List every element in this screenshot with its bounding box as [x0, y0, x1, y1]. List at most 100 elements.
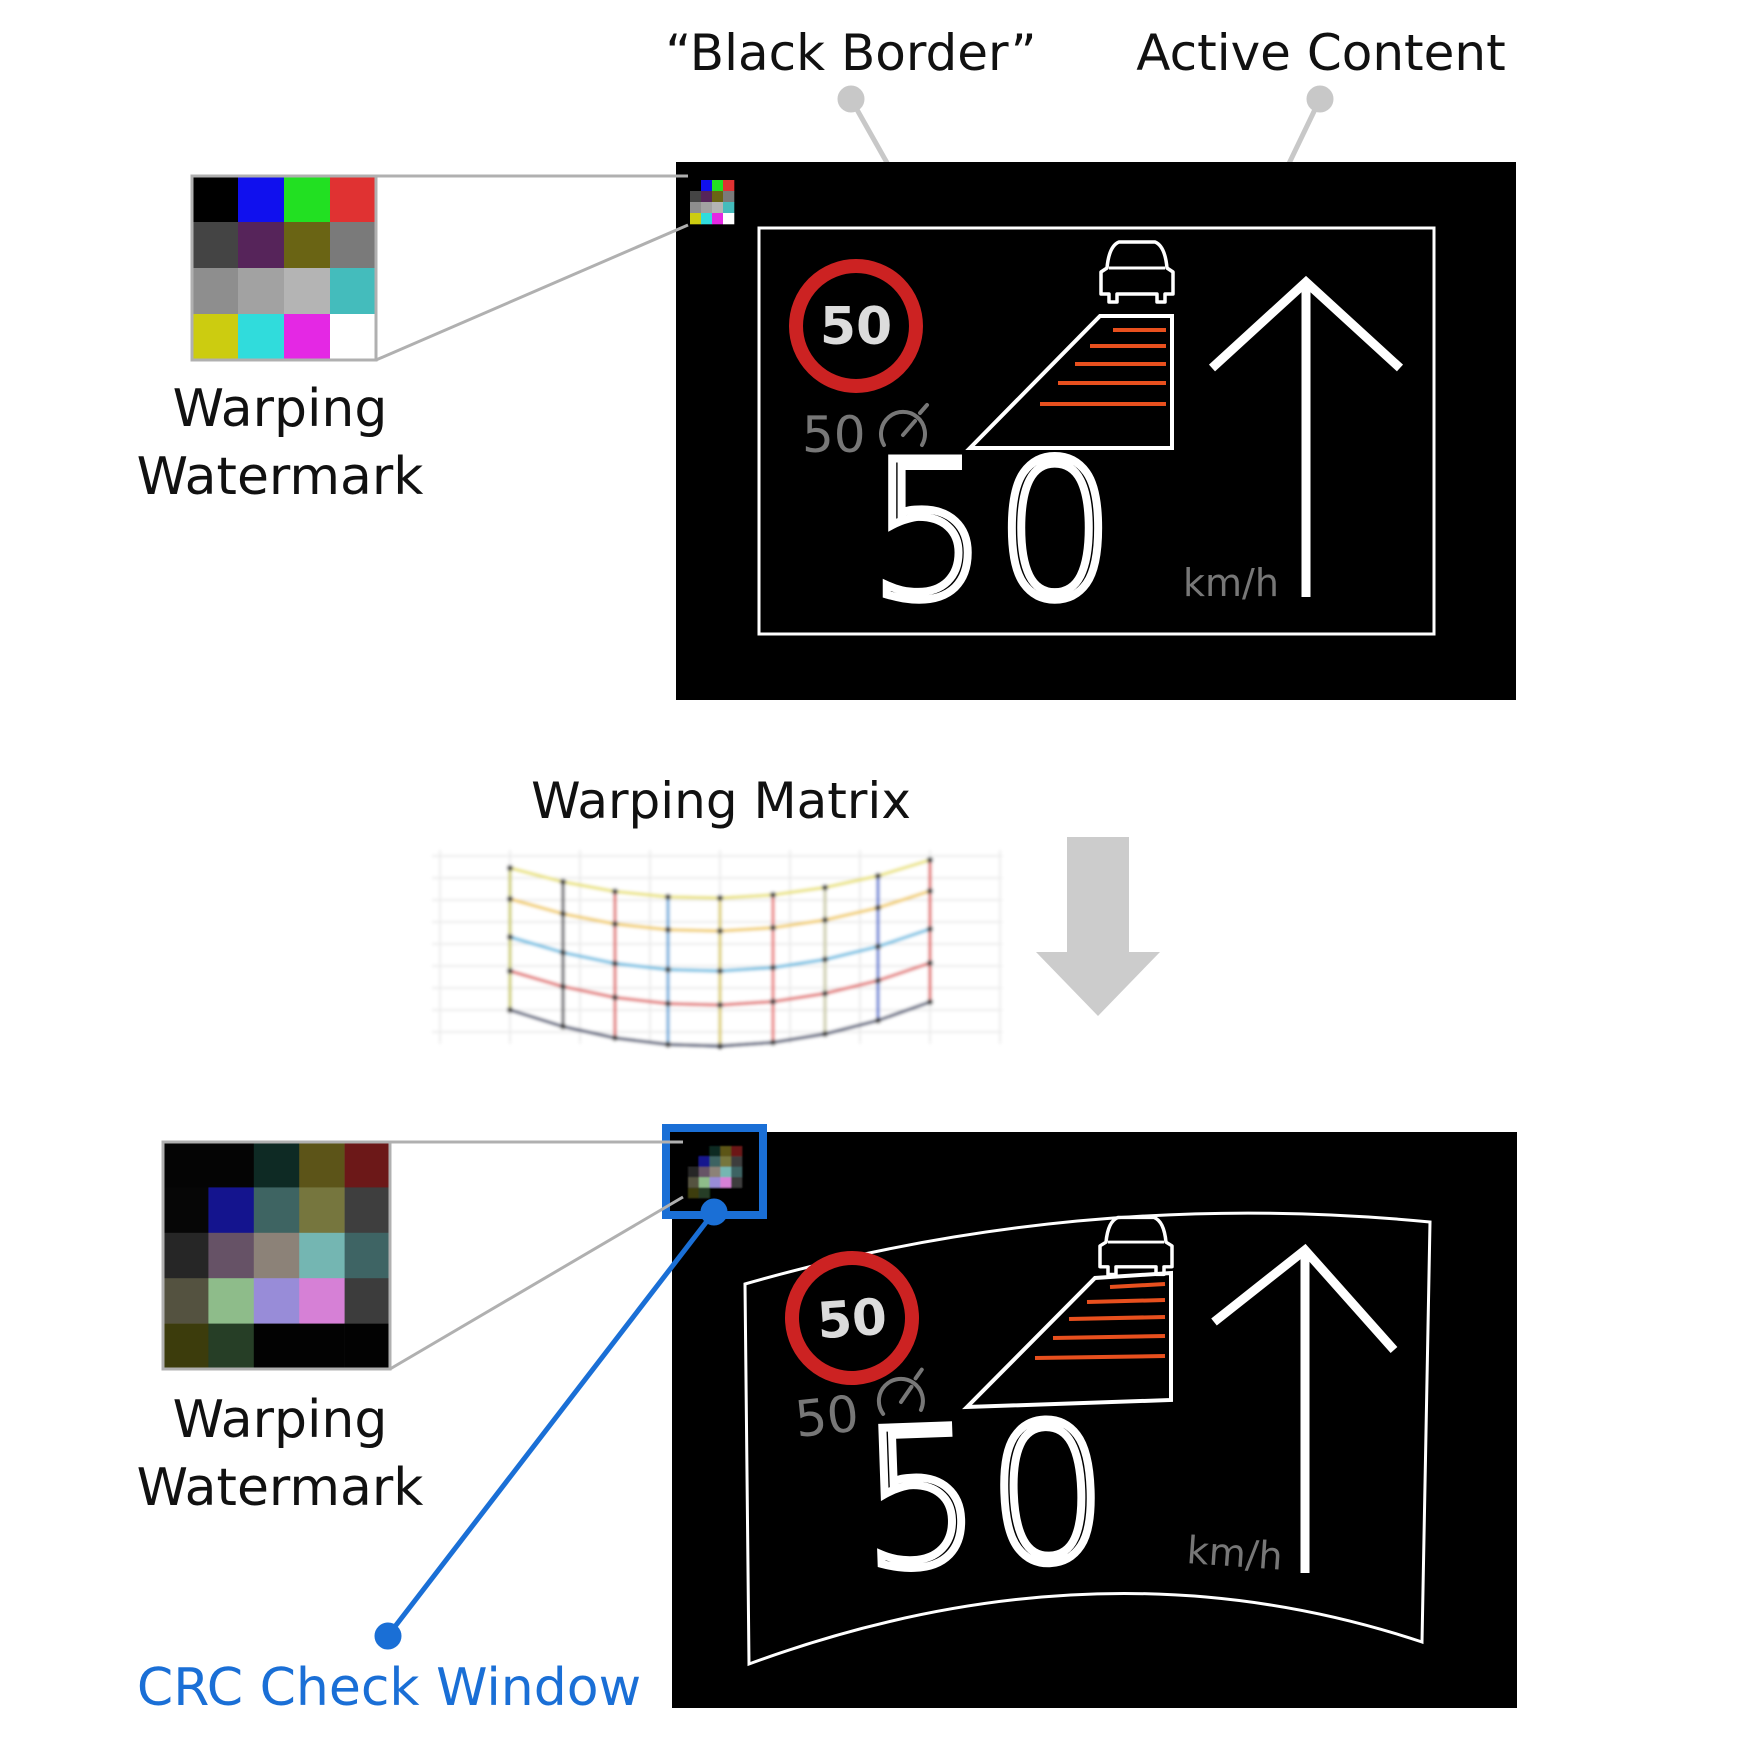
matrix-node [665, 1000, 671, 1007]
down-arrow-icon [1036, 837, 1160, 1016]
watermark-cell [712, 202, 724, 214]
warped-display-panel [672, 1132, 1517, 1708]
matrix-node [822, 990, 828, 997]
matrix-node [770, 924, 776, 931]
watermark-cell [731, 1166, 743, 1178]
watermark-cell [238, 176, 285, 223]
matrix-node [717, 1002, 723, 1008]
matrix-node [875, 1017, 881, 1024]
speedometer-icon [876, 1367, 925, 1416]
watermark-cell [299, 1142, 345, 1188]
speed-unit: km/h [1183, 561, 1279, 605]
watermark-cell [208, 1232, 255, 1279]
watermark-cell [284, 314, 331, 361]
straight-arrow-icon [1208, 275, 1404, 597]
warped-content-frame [743, 1211, 1432, 1667]
watermark-cell [299, 1278, 345, 1324]
watermark-cell [284, 268, 331, 315]
matrix-node [507, 896, 513, 902]
watermark-cell [709, 1146, 721, 1157]
watermark-cell [723, 180, 735, 192]
watermark-cell [712, 213, 724, 225]
matrix-node [770, 998, 776, 1005]
set-speed-value-warped: 50 [792, 1385, 861, 1449]
watermark-cell [163, 1142, 209, 1188]
lane-assist-graphic-warped [962, 1270, 1173, 1410]
active-content-label: Active Content [1136, 24, 1505, 82]
watermark-label-bottom-line2: Watermark [137, 1458, 424, 1518]
matrix-node [612, 888, 618, 895]
lane-line [1109, 1282, 1166, 1289]
watermark-cell [690, 202, 702, 214]
watermark-cell [720, 1146, 732, 1157]
set-speed-value: 50 [802, 406, 866, 464]
watermark-cell [698, 1187, 710, 1199]
watermark-cell [344, 1232, 391, 1279]
watermark-cell [698, 1177, 710, 1188]
matrix-node [560, 910, 566, 917]
matrix-node [612, 1035, 618, 1041]
watermark-small-original [690, 180, 735, 225]
watermark-cell [712, 191, 724, 203]
matrix-node [822, 884, 828, 891]
watermark-cell [723, 213, 735, 225]
speed-limit-sign: 50 [789, 259, 923, 393]
watermark-cell [701, 213, 713, 225]
watermark-cell [698, 1146, 710, 1157]
matrix-node [507, 1007, 513, 1013]
watermark-cell [690, 213, 702, 225]
matrix-node [665, 893, 671, 900]
lane-line [1086, 1298, 1166, 1304]
watermark-cell [208, 1142, 255, 1188]
watermark-cell [330, 314, 377, 361]
watermark-label-top-line2: Watermark [137, 447, 424, 507]
watermark-cell [688, 1166, 700, 1178]
straight-arrow-icon [1211, 1243, 1398, 1573]
matrix-node [665, 1041, 671, 1048]
matrix-node [927, 888, 933, 894]
current-speed-value-warped: 50 [857, 1382, 1118, 1612]
watermark-cell [163, 1323, 209, 1370]
watermark-cell [731, 1187, 743, 1199]
matrix-node [560, 949, 566, 956]
watermark-cell [163, 1278, 209, 1324]
watermark-cell [284, 222, 331, 269]
watermark-cell [299, 1232, 345, 1279]
watermark-cell [690, 191, 702, 203]
lane-line [1068, 1315, 1166, 1321]
watermark-cell [688, 1156, 700, 1168]
car-icon [1099, 240, 1175, 304]
watermark-zoom-lines-bottom [389, 1140, 684, 1371]
watermark-zoom-warped [163, 1142, 391, 1370]
watermark-cell [344, 1278, 391, 1324]
active-content-frame [757, 226, 1436, 636]
matrix-node [770, 964, 776, 971]
watermark-zoom-original [192, 176, 377, 361]
matrix-node [507, 968, 513, 974]
crc-check-callout [374, 1198, 728, 1650]
black-border-label: “Black Border” [665, 24, 1036, 82]
watermark-cell [253, 1278, 300, 1324]
original-display-panel [676, 162, 1516, 700]
watermark-cell [208, 1187, 255, 1234]
matrix-node [770, 1039, 776, 1046]
crc-check-window-label: CRC Check Window [137, 1658, 641, 1718]
matrix-node [560, 1023, 566, 1030]
watermark-cell [709, 1187, 721, 1199]
watermark-label-bottom-line1: Warping [173, 1390, 388, 1450]
warping-matrix-plot [428, 846, 1006, 1049]
watermark-cell [701, 180, 713, 192]
watermark-cell [192, 222, 239, 269]
watermark-cell [253, 1187, 300, 1234]
matrix-node [507, 934, 513, 940]
watermark-cell [330, 222, 377, 269]
watermark-cell [709, 1166, 721, 1178]
watermark-small-warped [688, 1146, 743, 1199]
watermark-cell [344, 1142, 391, 1188]
speed-unit-warped: km/h [1185, 1528, 1284, 1579]
matrix-node [560, 878, 566, 885]
matrix-node [717, 895, 723, 901]
matrix-node [927, 926, 933, 932]
matrix-node [927, 857, 933, 863]
